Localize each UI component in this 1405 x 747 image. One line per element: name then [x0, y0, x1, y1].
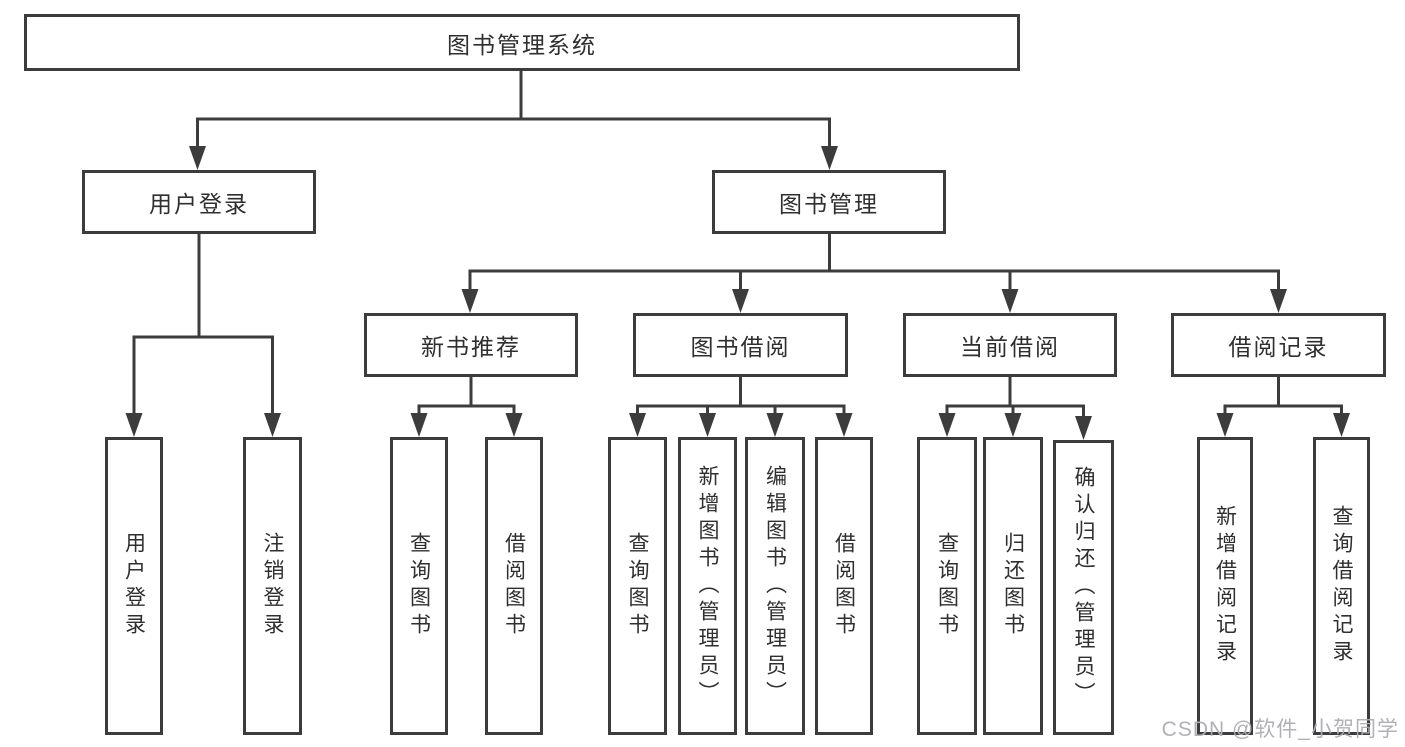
leaf-return-books-label: 归还图书: [1001, 532, 1025, 640]
leaf-add-borrow-record: 新增借阅记录: [1197, 437, 1253, 735]
node-borrow-records: 借阅记录: [1171, 313, 1386, 377]
node-borrow-records-label: 借阅记录: [1228, 334, 1329, 360]
leaf-query-books-current-label: 查询图书: [935, 532, 959, 640]
leaf-return-books: 归还图书: [983, 437, 1043, 735]
leaf-edit-book-admin-label: 编辑图书（管理员）: [763, 464, 787, 708]
node-book-management: 图书管理: [712, 170, 946, 234]
connector-book-borrow: [636, 375, 846, 416]
node-root-label: 图书管理系统: [447, 31, 597, 58]
leaf-query-borrow-record: 查询借阅记录: [1313, 437, 1370, 735]
leaf-query-books-current: 查询图书: [917, 437, 977, 735]
leaf-logout-label: 注销登录: [261, 532, 285, 640]
leaf-user-login: 用户登录: [105, 437, 163, 735]
node-root: 图书管理系统: [24, 14, 1020, 71]
leaf-borrow-books-2-label: 借阅图书: [832, 532, 856, 640]
leaf-confirm-return-admin-label: 确认归还（管理员）: [1072, 466, 1096, 709]
leaf-borrow-books-recommend: 借阅图书: [485, 437, 543, 735]
leaf-query-books-recommend-label: 查询图书: [407, 532, 431, 640]
leaf-confirm-return-admin: 确认归还（管理员）: [1053, 440, 1114, 735]
leaf-add-book-admin: 新增图书（管理员）: [678, 437, 737, 735]
watermark: CSDN @软件_小贺同学: [1161, 718, 1399, 741]
connector-root: [196, 69, 831, 149]
connector-current-borrow: [945, 375, 1085, 419]
leaf-query-books-recommend: 查询图书: [390, 437, 448, 735]
connector-borrow-records: [1223, 375, 1343, 416]
node-user-login: 用户登录: [82, 170, 316, 234]
node-book-borrow-label: 图书借阅: [690, 334, 791, 360]
connector-user-login: [132, 232, 274, 416]
node-book-management-label: 图书管理: [779, 191, 879, 217]
node-current-borrow: 当前借阅: [903, 313, 1117, 377]
leaf-query-borrow-record-label: 查询借阅记录: [1330, 505, 1354, 667]
leaf-user-login-label: 用户登录: [122, 532, 146, 640]
connector-new-book-recommend: [417, 375, 516, 416]
node-user-login-label: 用户登录: [149, 191, 249, 217]
leaf-edit-book-admin: 编辑图书（管理员）: [745, 437, 805, 735]
leaf-logout: 注销登录: [243, 437, 302, 735]
leaf-query-books-borrow-label: 查询图书: [626, 532, 650, 640]
leaf-query-books-borrow: 查询图书: [608, 437, 667, 735]
node-new-book-recommend-label: 新书推荐: [421, 334, 521, 360]
leaf-borrow-books-2: 借阅图书: [815, 437, 873, 735]
node-current-borrow-label: 当前借阅: [960, 334, 1060, 360]
leaf-add-book-admin-label: 新增图书（管理员）: [696, 464, 720, 708]
node-book-borrow: 图书借阅: [633, 313, 848, 377]
node-new-book-recommend: 新书推荐: [364, 313, 578, 377]
arrowheads: [125, 146, 1350, 440]
leaf-borrow-books-recommend-label: 借阅图书: [502, 532, 526, 640]
leaf-add-borrow-record-label: 新增借阅记录: [1213, 505, 1237, 667]
connector-book-management: [468, 232, 1280, 292]
